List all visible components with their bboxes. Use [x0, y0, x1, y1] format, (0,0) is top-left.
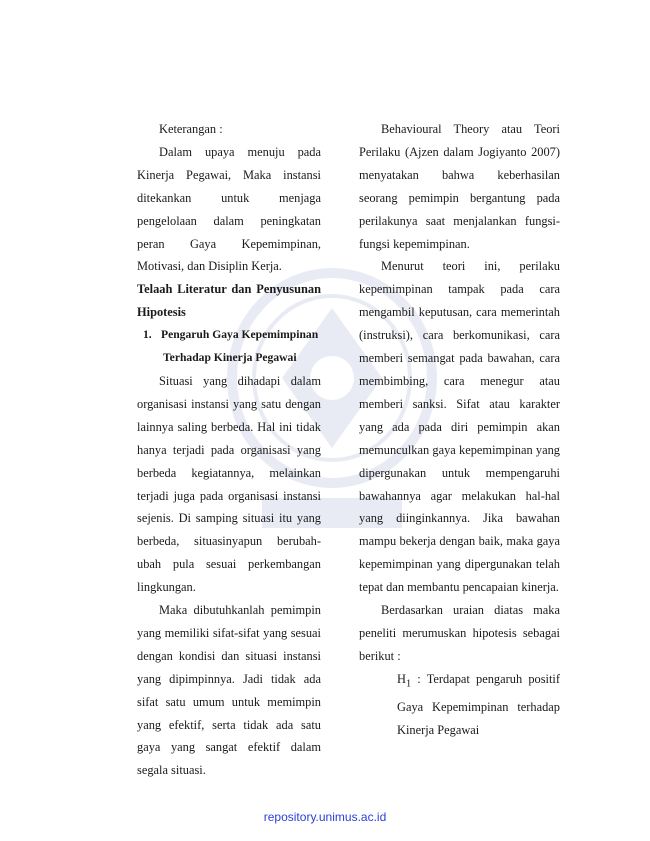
right-column: Behavioural Theory atau Teori Perilaku (… [359, 118, 560, 742]
subsection-title-line1: Pengaruh Gaya Kepemimpinan [161, 328, 319, 342]
hypothesis: H1 : Terdapat pengaruh positif Gaya Kepe… [397, 668, 560, 742]
paragraph: Behavioural Theory atau Teori Perilaku (… [359, 122, 560, 251]
footer-link[interactable]: repository.unimus.ac.id [263, 810, 387, 824]
subsection-number: 1. [143, 328, 152, 342]
paragraph: Maka dibutuhkanlah pemimpin yang memilik… [137, 603, 321, 778]
section-heading: Telaah Literatur dan Penyusunan Hipotesi… [137, 282, 321, 320]
paragraph: Menurut teori ini, perilaku kepemimpinan… [359, 259, 560, 595]
hypothesis-text: : Terdapat pengaruh positif Gaya Kepemim… [397, 671, 560, 738]
paragraph: Situasi yang dihadapi dalam organisasi i… [137, 373, 321, 595]
hypothesis-subscript: 1 [405, 678, 412, 690]
paragraph: Dalam upaya menuju pada Kinerja Pegawai,… [137, 144, 321, 274]
keterangan-label: Keterangan : [159, 122, 223, 136]
university-seal-icon [227, 268, 437, 528]
paragraph: Berdasarkan uraian diatas maka peneliti … [359, 603, 560, 663]
subsection-title-line2: Terhadap Kinerja Pegawai [163, 351, 297, 365]
subsection-heading: 1. Pengaruh Gaya Kepemimpinan Terhadap Ki… [143, 324, 321, 370]
left-column: Keterangan : Dalam upaya menuju pada Kin… [137, 118, 321, 782]
hypothesis-label: H [397, 671, 406, 686]
